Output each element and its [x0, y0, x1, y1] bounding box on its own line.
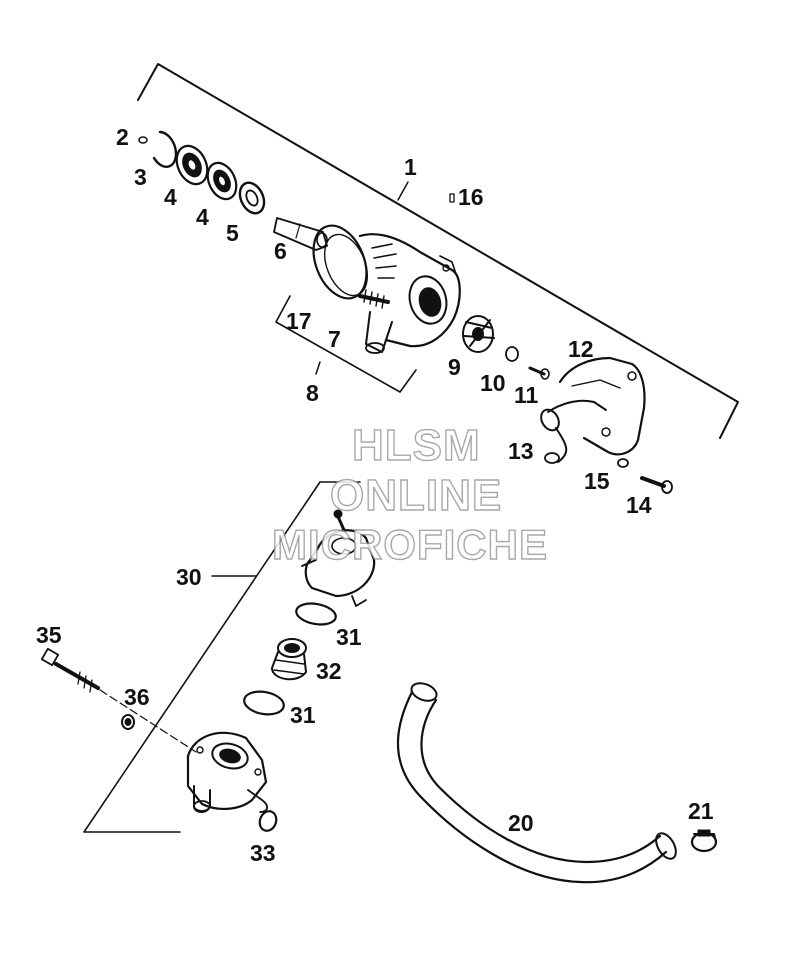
bracket-line-1	[137, 63, 739, 439]
o-ring-part-15	[617, 458, 629, 468]
callout-20: 20	[508, 810, 534, 836]
callout-3: 3	[134, 164, 147, 190]
watermark-line-2: ONLINE	[329, 471, 503, 520]
callout-31a: 31	[336, 624, 362, 650]
impeller-part-9	[462, 315, 495, 353]
o-ring-part-33	[258, 810, 278, 832]
callout-10: 10	[480, 370, 506, 396]
leader-8	[315, 361, 321, 375]
callout-8: 8	[306, 380, 319, 406]
leader-1	[397, 181, 409, 201]
callout-4b: 4	[196, 204, 209, 230]
circlip-part-2	[138, 130, 178, 168]
callout-14: 14	[626, 492, 652, 518]
screw-part-11	[528, 366, 550, 380]
callout-15: 15	[584, 468, 610, 494]
watermark-line-1: HLSM	[351, 421, 481, 470]
bracket-line-8	[275, 295, 417, 393]
callout-32: 32	[316, 658, 342, 684]
thermostat-cap	[301, 509, 376, 607]
callout-36: 36	[124, 684, 150, 710]
callout-21: 21	[688, 798, 714, 824]
callout-7: 7	[328, 326, 341, 352]
callout-9: 9	[448, 354, 461, 380]
callout-17: 17	[286, 308, 312, 334]
thermostat-housing-base	[186, 731, 268, 813]
callout-12: 12	[568, 336, 594, 362]
bolt-part-35	[40, 647, 197, 753]
pump-cover-part-12	[540, 356, 646, 464]
callout-31b: 31	[290, 702, 316, 728]
callout-33: 33	[250, 840, 276, 866]
callout-6: 6	[274, 238, 287, 264]
callout-16: 16	[458, 184, 484, 210]
stud-part-17	[358, 289, 390, 309]
pin-part-16	[449, 193, 455, 203]
bearing-part-4b	[206, 161, 238, 201]
callout-5: 5	[226, 220, 239, 246]
o-ring-part-31a	[295, 602, 337, 626]
washer-part-10	[505, 346, 519, 362]
callout-35: 35	[36, 622, 62, 648]
callout-4a: 4	[164, 184, 177, 210]
callout-11: 11	[514, 382, 539, 408]
pump-housing-part-7	[312, 224, 461, 354]
hose-clamp-part-21	[690, 829, 718, 853]
hose-part-20	[396, 682, 677, 884]
seal-part-5	[238, 181, 266, 215]
screw-part-14	[640, 476, 673, 494]
callout-30: 30	[176, 564, 202, 590]
callout-1: 1	[404, 154, 417, 180]
callout-13: 13	[508, 438, 534, 464]
callout-2: 2	[116, 124, 129, 150]
washer-part-36	[121, 714, 135, 730]
shaft-part-6	[273, 217, 328, 251]
thermostat-part-32	[271, 638, 307, 681]
bracket-line-30	[83, 481, 361, 833]
o-ring-part-31b	[243, 690, 285, 716]
bearing-part-4a	[175, 144, 209, 186]
watermark-line-3: MICROFICHE	[271, 521, 548, 568]
